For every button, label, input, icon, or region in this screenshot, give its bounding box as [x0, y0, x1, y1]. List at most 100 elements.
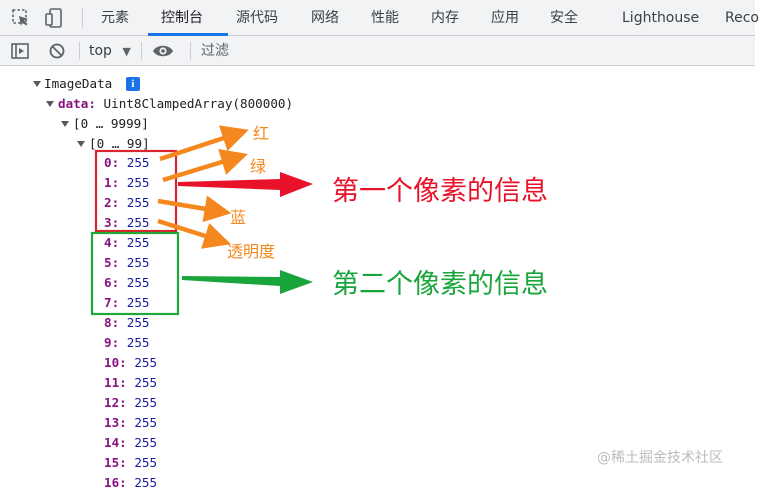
entry-index: 4 [104, 235, 112, 250]
array-entry[interactable]: 9: 255 [104, 335, 150, 350]
first-pixel-arrow [178, 172, 313, 197]
entry-index: 5 [104, 255, 112, 270]
tab-lighthouse[interactable]: Lighthouse [622, 10, 700, 26]
array-entry[interactable]: 14: 255 [104, 435, 158, 450]
array-entry[interactable]: 10: 255 [104, 355, 158, 370]
entry-index: 0 [104, 155, 112, 170]
entry-value: 255 [126, 235, 150, 250]
expand-triangle-icon[interactable] [46, 101, 54, 107]
red-channel-label: 红 [253, 124, 270, 143]
entry-value: 255 [134, 395, 158, 410]
entry-value: 255 [126, 215, 150, 230]
context-selector[interactable]: top ▼ [89, 36, 131, 66]
red-channel-arrow [159, 125, 249, 162]
watermark-text: @稀土掘金技术社区 [597, 450, 723, 466]
expand-triangle-icon[interactable] [33, 81, 41, 87]
entry-index: 6 [104, 275, 112, 290]
entry-index: 15 [104, 455, 120, 470]
devtools-tab-bar: 元素 控制台 源代码 网络 性能 内存 应用 安全 Lighthouse Rec… [0, 0, 759, 36]
entry-value: 255 [134, 415, 158, 430]
tab-elements[interactable]: 元素 [101, 10, 129, 26]
tree-row-range-inner[interactable]: [0 … 99] [77, 134, 150, 154]
filter-input[interactable] [201, 40, 501, 62]
toolbar-separator [79, 42, 80, 60]
array-entry[interactable]: 12: 255 [104, 395, 158, 410]
tab-recorder[interactable]: Reco [725, 10, 759, 26]
entry-index: 3 [104, 215, 112, 230]
blue-channel-label: 蓝 [230, 208, 247, 227]
green-channel-label: 绿 [250, 157, 267, 176]
entry-index: 8 [104, 315, 112, 330]
tab-network[interactable]: 网络 [311, 10, 339, 26]
array-entry[interactable]: 2: 255 [104, 195, 150, 210]
array-entry[interactable]: 11: 255 [104, 375, 158, 390]
tab-sources[interactable]: 源代码 [236, 10, 278, 26]
array-entry[interactable]: 16: 255 [104, 475, 158, 490]
entry-value: 255 [126, 275, 150, 290]
array-entry[interactable]: 7: 255 [104, 295, 150, 310]
tab-application[interactable]: 应用 [491, 10, 519, 26]
toolbar-separator [141, 42, 142, 60]
clear-console-icon[interactable] [47, 41, 67, 61]
array-entry[interactable]: 6: 255 [104, 275, 150, 290]
entry-index: 14 [104, 435, 120, 450]
array-entry[interactable]: 8: 255 [104, 315, 150, 330]
active-tab-indicator [148, 33, 228, 36]
tree-row-range-outer[interactable]: [0 … 9999] [61, 114, 149, 134]
array-entry[interactable]: 13: 255 [104, 415, 158, 430]
array-entry[interactable]: 5: 255 [104, 255, 150, 270]
entry-value: 255 [134, 375, 158, 390]
entry-value: 255 [126, 295, 150, 310]
range-label: [0 … 9999] [73, 116, 149, 131]
context-label: top [89, 43, 112, 59]
entry-value: 255 [126, 175, 150, 190]
tree-row-imagedata[interactable]: ImageData i [33, 74, 140, 94]
blue-channel-arrow [157, 195, 232, 223]
property-key: data [58, 96, 89, 111]
entry-index: 9 [104, 335, 112, 350]
console-toolbar: top ▼ [0, 36, 755, 66]
entry-index: 2 [104, 195, 112, 210]
entry-value: 255 [134, 435, 158, 450]
live-expression-eye-icon[interactable] [152, 42, 174, 60]
tab-security[interactable]: 安全 [550, 10, 578, 26]
toolbar-separator [190, 42, 191, 60]
entry-index: 11 [104, 375, 120, 390]
array-entry[interactable]: 1: 255 [104, 175, 150, 190]
entry-value: 255 [134, 455, 158, 470]
tab-separator [82, 8, 83, 28]
entry-value: 255 [134, 355, 158, 370]
console-output: ImageData i data: Uint8ClampedArray(8000… [0, 67, 755, 490]
chevron-down-icon: ▼ [122, 45, 131, 58]
device-toolbar-icon[interactable] [44, 7, 66, 29]
tab-performance[interactable]: 性能 [371, 10, 399, 26]
entry-value: 255 [126, 195, 150, 210]
object-type-label: ImageData [44, 76, 113, 91]
tree-row-data[interactable]: data: Uint8ClampedArray(800000) [46, 94, 293, 114]
entry-index: 13 [104, 415, 120, 430]
entry-index: 16 [104, 475, 120, 490]
array-entry[interactable]: 4: 255 [104, 235, 150, 250]
range-label: [0 … 99] [89, 136, 150, 151]
expand-triangle-icon[interactable] [77, 141, 85, 147]
entry-value: 255 [126, 155, 150, 170]
expand-triangle-icon[interactable] [61, 121, 69, 127]
array-entry[interactable]: 3: 255 [104, 215, 150, 230]
entry-index: 10 [104, 355, 120, 370]
entry-index: 1 [104, 175, 112, 190]
sidebar-toggle-icon[interactable] [10, 41, 30, 61]
tab-console[interactable]: 控制台 [161, 10, 203, 26]
first-pixel-box [94, 149, 178, 233]
entry-value: 255 [134, 475, 158, 490]
property-value: Uint8ClampedArray(800000) [103, 96, 294, 111]
inspect-element-icon[interactable] [10, 7, 32, 29]
alpha-channel-arrow [157, 218, 231, 249]
array-entry[interactable]: 0: 255 [104, 155, 150, 170]
alpha-channel-label: 透明度 [227, 242, 276, 261]
entry-value: 255 [126, 335, 150, 350]
tab-memory[interactable]: 内存 [431, 10, 459, 26]
entry-index: 12 [104, 395, 120, 410]
array-entry[interactable]: 15: 255 [104, 455, 158, 470]
entry-value: 255 [126, 255, 150, 270]
info-icon[interactable]: i [125, 77, 140, 91]
